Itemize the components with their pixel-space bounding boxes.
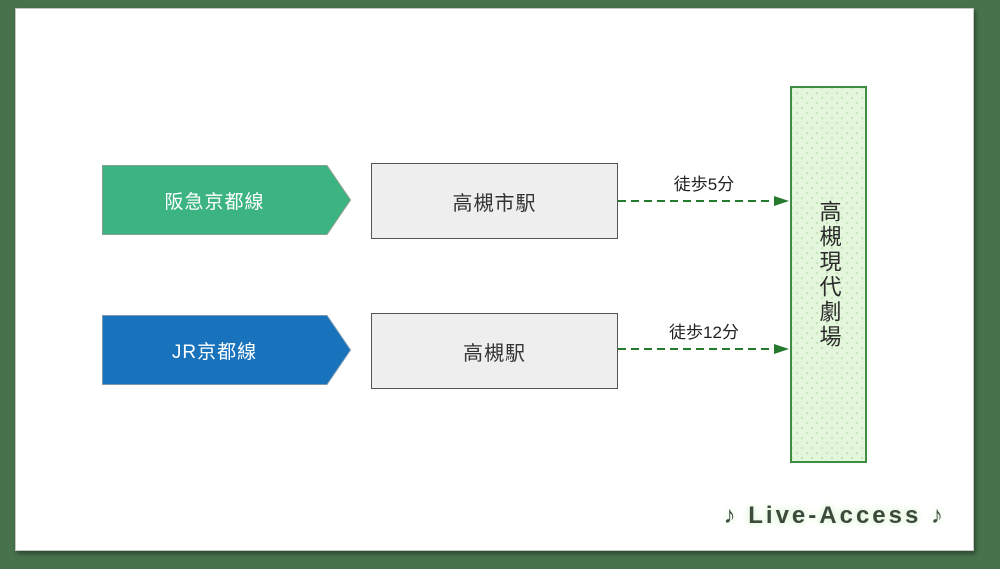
destination-box-theater: 高槻現代劇場 xyxy=(790,86,867,463)
walk-arrow-2 xyxy=(618,343,790,355)
station-label: 高槻市駅 xyxy=(452,192,537,215)
line-chevron-hankyu: 阪急京都線 xyxy=(102,165,351,235)
destination-label: 高槻現代劇場 xyxy=(816,199,842,350)
station-box-takatsukishi: 高槻市駅 xyxy=(371,163,618,239)
dashed-arrow-icon xyxy=(618,344,789,354)
station-box-takatsuki: 高槻駅 xyxy=(371,313,618,389)
station-label: 高槻駅 xyxy=(463,342,526,365)
walk-arrow-1 xyxy=(618,195,790,207)
dashed-arrow-icon xyxy=(618,196,789,206)
chevron-arrow-shape xyxy=(102,165,351,235)
walk-time-label-1: 徒歩5分 xyxy=(673,175,735,194)
watermark-live-access: ♪ Live-Access ♪ xyxy=(723,502,946,529)
line-label-jr: JR京都線 xyxy=(171,341,258,363)
walk-time-label-2: 徒歩12分 xyxy=(669,323,739,342)
chevron-arrow-shape xyxy=(102,315,351,385)
line-chevron-jr: JR京都線 xyxy=(102,315,351,385)
line-label-hankyu: 阪急京都線 xyxy=(164,191,265,213)
diagram-card: 阪急京都線 高槻市駅 徒歩5分 JR京都線 高槻駅 徒歩12分 xyxy=(15,8,974,551)
